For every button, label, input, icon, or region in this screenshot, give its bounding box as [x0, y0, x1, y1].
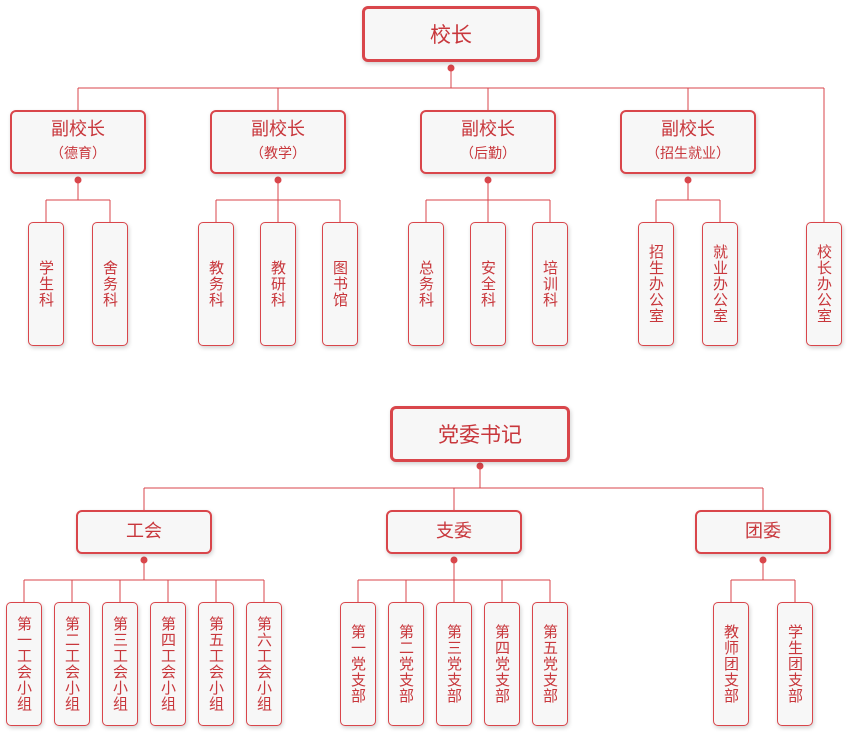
union-group-3: 第三工会小组 — [102, 602, 138, 726]
vice-principal-moral-box: 副校长 （德育） — [10, 110, 146, 174]
party-secretary-box: 党委书记 — [390, 406, 570, 462]
party-branch-2: 第二党支部 — [388, 602, 424, 726]
vice-principal-area: （招生就业） — [646, 146, 730, 162]
unit-label: 第二党支部 — [397, 624, 415, 704]
dept-label: 总务科 — [417, 260, 435, 308]
unit-label: 教师团支部 — [722, 624, 740, 704]
vice-principal-title: 副校长 — [251, 119, 305, 140]
dept-employment-office: 就业办公室 — [702, 222, 738, 346]
unit-label: 第五工会小组 — [207, 616, 225, 712]
org-title: 工会 — [126, 521, 162, 542]
unit-label: 第六工会小组 — [255, 616, 273, 712]
union-group-5: 第五工会小组 — [198, 602, 234, 726]
party-branch-3: 第三党支部 — [436, 602, 472, 726]
branch-committee-box: 支委 — [386, 510, 522, 554]
principal-label: 校长 — [430, 23, 472, 47]
dept-label: 教研科 — [269, 260, 287, 308]
dept-enrollment-office: 招生办公室 — [638, 222, 674, 346]
dept-teaching-research: 教研科 — [260, 222, 296, 346]
student-league-branch: 学生团支部 — [777, 602, 813, 726]
youth-league-box: 团委 — [695, 510, 831, 554]
party-secretary-label: 党委书记 — [438, 423, 522, 447]
dept-label: 招生办公室 — [647, 244, 665, 324]
unit-label: 学生团支部 — [786, 624, 804, 704]
unit-label: 第三工会小组 — [111, 616, 129, 712]
unit-label: 第四工会小组 — [159, 616, 177, 712]
vice-principal-title: 副校长 — [51, 119, 105, 140]
dept-student-affairs: 学生科 — [28, 222, 64, 346]
party-branch-5: 第五党支部 — [532, 602, 568, 726]
vice-principal-teaching-box: 副校长 （教学） — [210, 110, 346, 174]
vice-principal-logistics-box: 副校长 （后勤） — [420, 110, 556, 174]
union-group-1: 第一工会小组 — [6, 602, 42, 726]
vice-principal-area: （教学） — [250, 146, 306, 162]
dept-training: 培训科 — [532, 222, 568, 346]
vice-principal-enrollment-box: 副校长 （招生就业） — [620, 110, 756, 174]
vice-principal-title: 副校长 — [461, 119, 515, 140]
org-title: 团委 — [745, 521, 781, 542]
party-branch-1: 第一党支部 — [340, 602, 376, 726]
dept-dormitory: 舍务科 — [92, 222, 128, 346]
dept-label: 安全科 — [479, 260, 497, 308]
dept-principal-office: 校长办公室 — [806, 222, 842, 346]
unit-label: 第一党支部 — [349, 624, 367, 704]
dept-library: 图书馆 — [322, 222, 358, 346]
dept-general-affairs: 总务科 — [408, 222, 444, 346]
vice-principal-title: 副校长 — [661, 119, 715, 140]
dept-label: 就业办公室 — [711, 244, 729, 324]
dept-label: 教务科 — [207, 260, 225, 308]
dept-label: 学生科 — [37, 260, 55, 308]
union-group-6: 第六工会小组 — [246, 602, 282, 726]
dept-label: 图书馆 — [331, 260, 349, 308]
unit-label: 第二工会小组 — [63, 616, 81, 712]
vice-principal-area: （后勤） — [460, 146, 516, 162]
principal-box: 校长 — [362, 6, 540, 62]
dept-label: 校长办公室 — [815, 244, 833, 324]
teacher-league-branch: 教师团支部 — [713, 602, 749, 726]
unit-label: 第四党支部 — [493, 624, 511, 704]
dept-academic-affairs: 教务科 — [198, 222, 234, 346]
unit-label: 第三党支部 — [445, 624, 463, 704]
union-group-4: 第四工会小组 — [150, 602, 186, 726]
dept-label: 舍务科 — [101, 260, 119, 308]
vice-principal-area: （德育） — [50, 146, 106, 162]
party-branch-4: 第四党支部 — [484, 602, 520, 726]
trade-union-box: 工会 — [76, 510, 212, 554]
union-group-2: 第二工会小组 — [54, 602, 90, 726]
unit-label: 第五党支部 — [541, 624, 559, 704]
dept-label: 培训科 — [541, 260, 559, 308]
dept-safety: 安全科 — [470, 222, 506, 346]
org-title: 支委 — [436, 521, 472, 542]
unit-label: 第一工会小组 — [15, 616, 33, 712]
